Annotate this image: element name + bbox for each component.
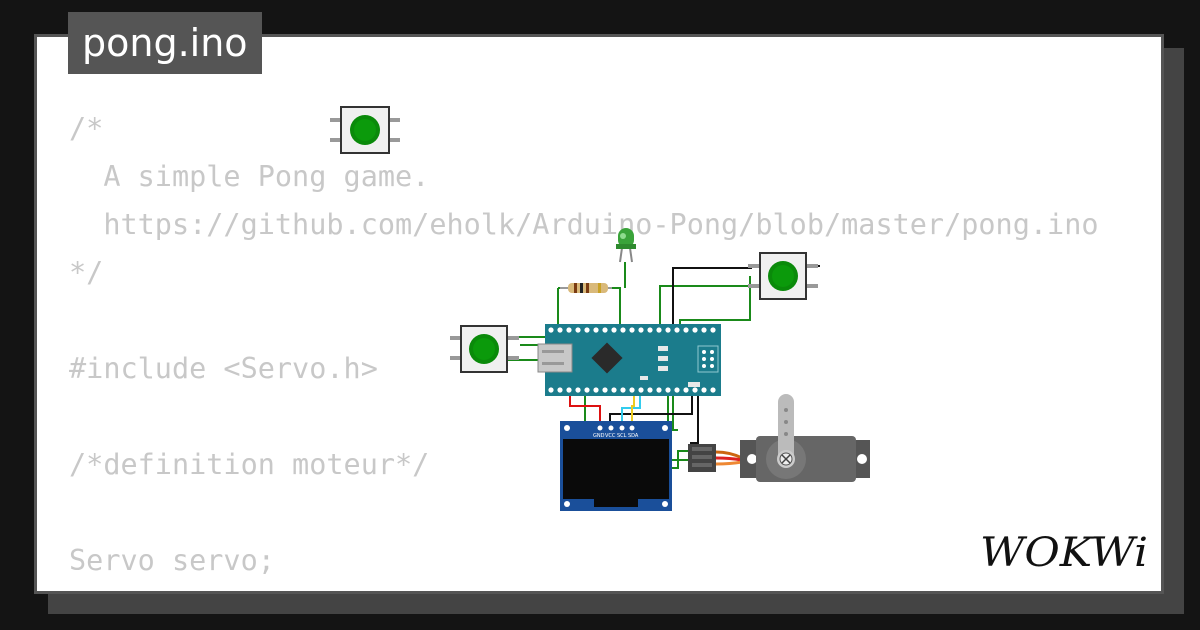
code-line: A simple Pong game. [69,160,430,193]
oled-pin-gnd: GND [593,433,605,439]
wire-yellow [631,392,635,428]
code-line: /*definition moteur*/ [69,448,430,481]
push-button-left[interactable] [450,325,519,373]
resistor[interactable] [560,283,612,293]
code-preview: /* A simple Pong game. https://github.co… [69,105,1133,585]
oled-pin-vcc: VCC [605,433,616,439]
project-card: /* A simple Pong game. https://github.co… [34,34,1164,594]
push-button-top[interactable] [330,106,400,154]
code-line: */ [69,256,104,289]
arduino-nano[interactable] [537,324,721,396]
file-name-tab[interactable]: pong.ino [68,12,262,74]
oled-pin-sda: SDA [628,433,639,439]
oled-display[interactable]: GND VCC SCL SDA [560,421,672,511]
servo-motor[interactable] [688,394,870,482]
led-green[interactable] [616,228,636,263]
wokwi-logo-text: WOKWi [980,530,1148,576]
push-button-right[interactable] [748,252,818,300]
wire-red [569,390,601,428]
code-line: /* [69,112,104,145]
wokwi-logo: WOKWi [980,530,1148,576]
oled-pin-scl: SCL [617,433,627,439]
code-line: #include <Servo.h> [69,352,378,385]
code-line: Servo servo; [69,544,275,577]
code-line: https://github.com/eholk/Arduino-Pong/bl… [69,208,1099,241]
